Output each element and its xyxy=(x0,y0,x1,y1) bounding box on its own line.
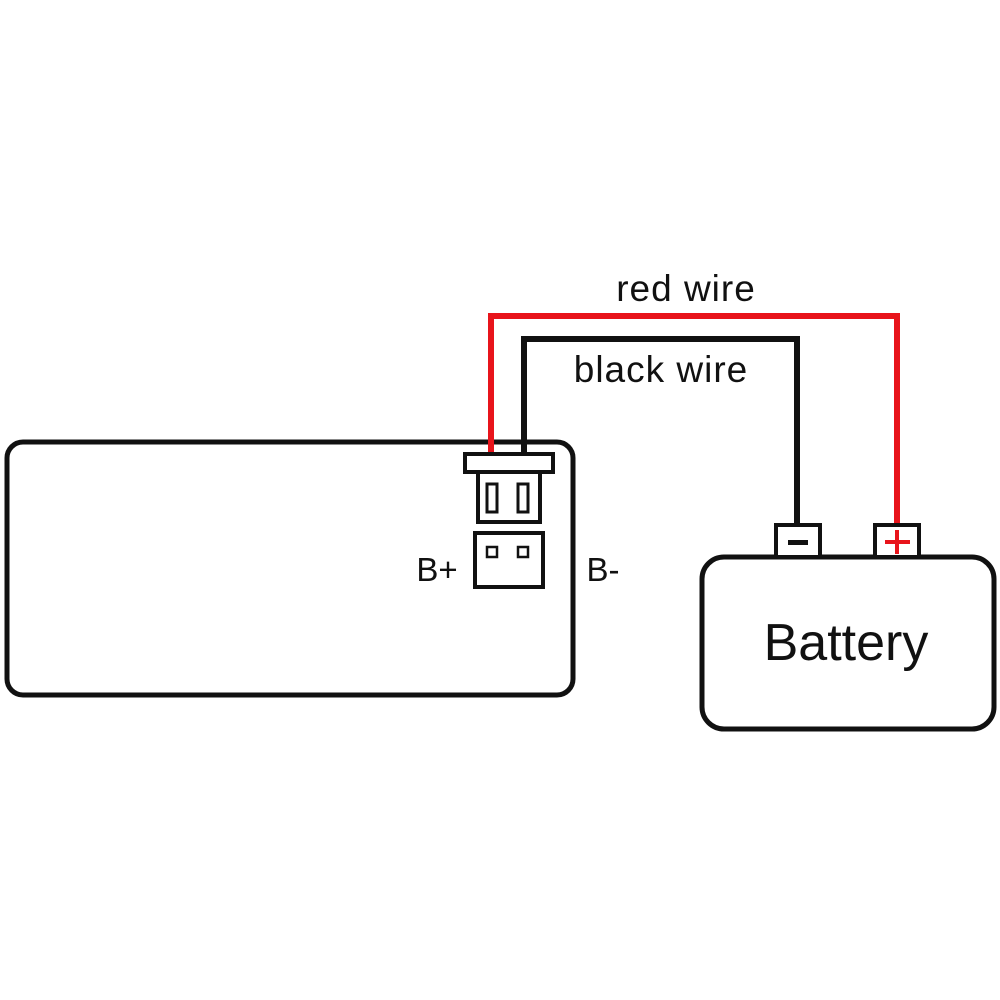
device-box xyxy=(4,439,576,698)
socket-connector[interactable] xyxy=(473,531,545,589)
socket-hole-right xyxy=(516,545,530,559)
black-wire xyxy=(521,336,800,530)
black-wire-label: black wire xyxy=(574,349,749,390)
minus-icon xyxy=(788,540,808,545)
battery-label: Battery xyxy=(764,614,929,672)
plug-cap xyxy=(463,452,555,474)
plus-icon-v xyxy=(895,530,899,554)
socket-hole-left xyxy=(485,545,499,559)
plug-pin-left xyxy=(485,482,499,514)
negative-terminal xyxy=(774,523,822,559)
red-wire-label: red wire xyxy=(616,268,756,309)
positive-terminal xyxy=(873,523,921,559)
red-wire xyxy=(488,313,900,530)
b-minus-label: B- xyxy=(587,551,620,588)
b-plus-label: B+ xyxy=(416,551,457,588)
battery-box xyxy=(699,554,997,732)
plug-connector xyxy=(463,452,555,524)
plug-pin-right xyxy=(516,482,530,514)
socket-body xyxy=(473,531,545,589)
